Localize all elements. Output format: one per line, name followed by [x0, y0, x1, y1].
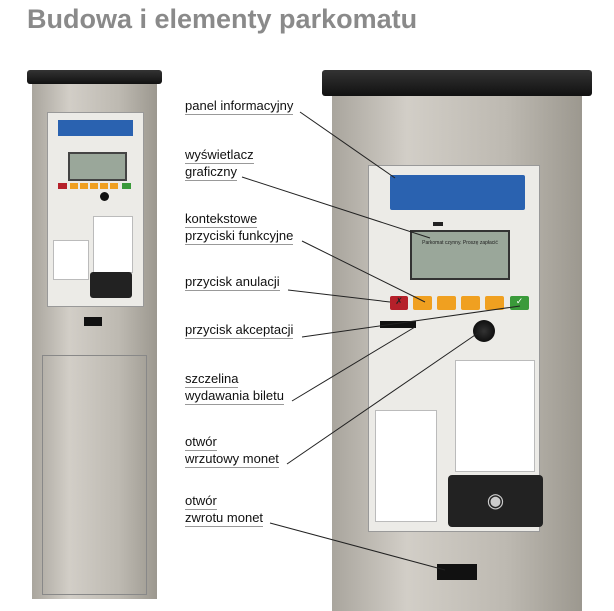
coin-return — [437, 564, 477, 580]
label-text: graficzny — [185, 164, 238, 181]
display-message: Parkomat czynny. Proszę zapłacić — [422, 240, 498, 246]
label-text: wrzutowy monet — [185, 451, 279, 468]
info-panel — [390, 175, 525, 210]
function-button-2[interactable] — [437, 296, 456, 310]
cancel-button[interactable]: ✗ — [390, 296, 408, 310]
label-text: kontekstowe — [185, 211, 258, 228]
page-title: Budowa i elementy parkomatu — [27, 4, 418, 34]
label-text: wydawania biletu — [185, 388, 285, 405]
graphic-display: Parkomat czynny. Proszę zapłacić — [410, 230, 510, 280]
ticket-slot — [380, 321, 416, 328]
label-text: otwór — [185, 434, 217, 451]
label-text: przycisk akceptacji — [185, 322, 294, 339]
function-button-4[interactable] — [485, 296, 504, 310]
label-text: szczelina — [185, 371, 239, 388]
label-text: otwór — [185, 493, 217, 510]
label-text: wyświetlacz — [185, 147, 254, 164]
label-info-panel: panel informacyjny — [185, 98, 294, 115]
label-text: zwrotu monet — [185, 510, 264, 527]
label-text: przycisk anulacji — [185, 274, 280, 291]
label-cancel-button: przycisk anulacji — [185, 274, 280, 291]
contactless-reader: ◉ — [448, 475, 543, 527]
label-accept-button: przycisk akceptacji — [185, 322, 294, 339]
function-button-3[interactable] — [461, 296, 480, 310]
coin-slot — [473, 320, 495, 342]
function-button-1[interactable] — [413, 296, 432, 310]
label-text: panel informacyjny — [185, 98, 294, 115]
label-text: przyciski funkcyjne — [185, 228, 294, 245]
